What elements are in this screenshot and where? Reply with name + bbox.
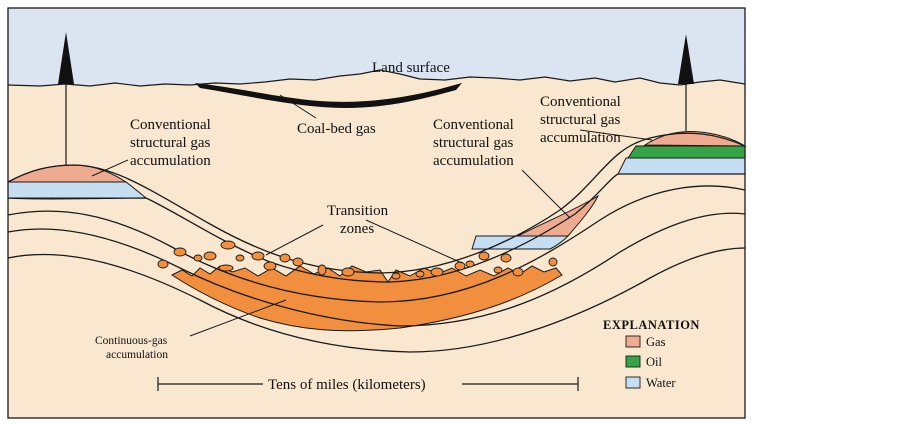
- scale-bar-label: Tens of miles (kilometers): [268, 377, 426, 393]
- legend-swatch-gas: [625, 335, 641, 348]
- conv-right-label-line1: Conventional: [540, 94, 621, 110]
- transition-zone-blobs: [157, 240, 558, 280]
- legend: EXPLANATION Gas Oil Water: [603, 318, 700, 390]
- left-trap-water: [7, 181, 148, 199]
- conv-right-label-line3: accumulation: [540, 130, 621, 146]
- coal-bed-gas-label: Coal-bed gas: [297, 121, 376, 137]
- continuous-label-line2: accumulation: [106, 349, 168, 361]
- leader-lines: [91, 94, 653, 337]
- conv-middle-label-line1: Conventional: [433, 117, 514, 133]
- coal-bed-gas-seam: [195, 83, 462, 108]
- diagram-frame: [7, 7, 746, 419]
- derrick-left-icon: [58, 32, 74, 84]
- legend-swatch-oil: [625, 355, 641, 368]
- conv-left-label-line2: structural gas: [130, 135, 211, 151]
- conv-right-label-line2: structural gas: [540, 112, 621, 128]
- right-trap-gas: [643, 131, 747, 147]
- conv-left-label-line1: Conventional: [130, 117, 211, 133]
- transition-label-line1: Transition: [327, 203, 389, 219]
- land-surface-label: Land surface: [372, 60, 450, 76]
- scale-bar: [157, 377, 579, 391]
- middle-trap-water: [471, 235, 570, 250]
- right-trap-oil: [627, 145, 746, 159]
- land-surface-line: [7, 69, 746, 87]
- legend-label-oil: Oil: [646, 355, 663, 369]
- well-right: [678, 34, 694, 131]
- legend-swatch-water: [625, 376, 641, 389]
- transition-label-line2: zones: [340, 221, 374, 237]
- middle-trap-gas: [517, 194, 600, 237]
- sky-area: [8, 8, 745, 86]
- legend-title: EXPLANATION: [603, 318, 700, 332]
- conv-middle-label-line3: accumulation: [433, 153, 514, 169]
- right-trap-water: [617, 157, 746, 175]
- conv-middle-label-line2: structural gas: [433, 135, 514, 151]
- continuous-label-line1: Continuous-gas: [95, 335, 168, 347]
- derrick-right-icon: [678, 34, 694, 84]
- well-left: [58, 32, 74, 166]
- conv-left-label-line3: accumulation: [130, 153, 211, 169]
- legend-label-water: Water: [646, 376, 676, 390]
- rock-layers: [7, 132, 746, 353]
- legend-label-gas: Gas: [646, 335, 666, 349]
